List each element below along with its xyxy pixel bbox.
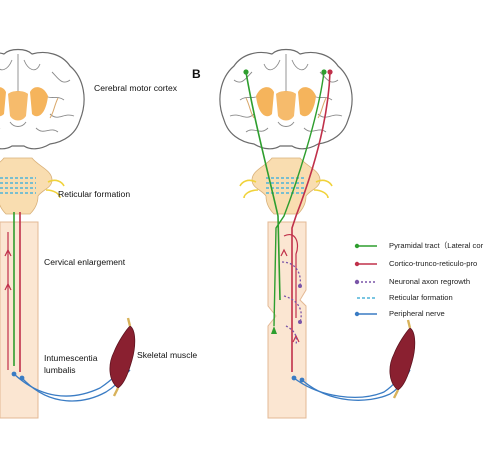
spinal-cord-a [0,221,39,419]
label-reticular-formation: Reticular formation [58,189,131,199]
panel-a [0,48,136,419]
label-skeletal-muscle: Skeletal muscle [137,350,198,360]
legend-label-reticular: Reticular formation [389,293,453,302]
reticulo-soma-b [327,69,333,75]
tendon-b [392,319,412,399]
legend-item-reticulo: Cortico-trunco-reticulo-pro [357,259,500,269]
legend-label-pyramidal: Pyramidal tract（Lateral cor [389,241,484,250]
label-intumescentia: Intumescentia [44,353,98,363]
panel-b-letter: B [192,67,201,81]
legend-label-regrowth: Neuronal axon regrowth [389,277,471,286]
legend-dot-regrowth [354,279,360,285]
legend-label-nerve: Peripheral nerve [389,309,445,318]
regrowth-node-b1 [298,284,302,288]
legend-item-pyramidal: Pyramidal tract（Lateral cor [357,241,500,251]
legend-dot-reticulo [354,261,360,267]
legend-dot-pyramidal [354,243,360,249]
label-cervical-enlargement: Cervical enlargement [44,257,126,267]
brainstem-b [239,157,333,215]
brainstem-a [0,157,65,215]
pyramidal-end-b [271,326,277,334]
brain-b [219,48,353,150]
axon-regrowth-b [281,261,302,345]
peripheral-nerve-b1 [293,365,405,398]
reticulo-tract-b [291,71,331,372]
legend-dot-nerve [354,311,360,317]
legend-symbols [354,243,377,317]
reticular-dashes-a [0,177,36,194]
legend-item-nerve: Peripheral nerve [357,309,500,319]
nerve-node-b2 [299,377,305,383]
tract-arrow-a2 [4,282,12,291]
regrowth-node-b2 [298,320,302,324]
legend-label-reticulo: Cortico-trunco-reticulo-pro [389,259,478,268]
tract-arrow-b2 [280,248,288,257]
reticulo-branch-b [283,234,299,318]
skeletal-muscle-b [389,327,416,391]
tract-arrow-a1 [4,248,12,257]
skeletal-muscle-a [109,325,136,389]
tract-arrow-b1 [292,334,300,343]
pyramidal-soma-b2 [321,69,327,75]
panel-b [219,48,416,419]
pyramidal-tract-b [245,71,281,301]
tendon-a [112,317,132,397]
label-lumbalis: lumbalis [44,365,76,375]
brain-a [0,48,85,150]
legend-item-reticular: Reticular formation [357,293,500,303]
pyramidal-soma-b1 [243,69,249,75]
nerve-node-a2 [19,375,25,381]
legend-item-regrowth: Neuronal axon regrowth [357,277,500,287]
pyramidal-tract-b2 [273,71,325,327]
label-cortex: Cerebral motor cortex [94,83,178,93]
nerve-node-b1 [291,375,297,381]
nerve-node-a1 [11,371,17,377]
